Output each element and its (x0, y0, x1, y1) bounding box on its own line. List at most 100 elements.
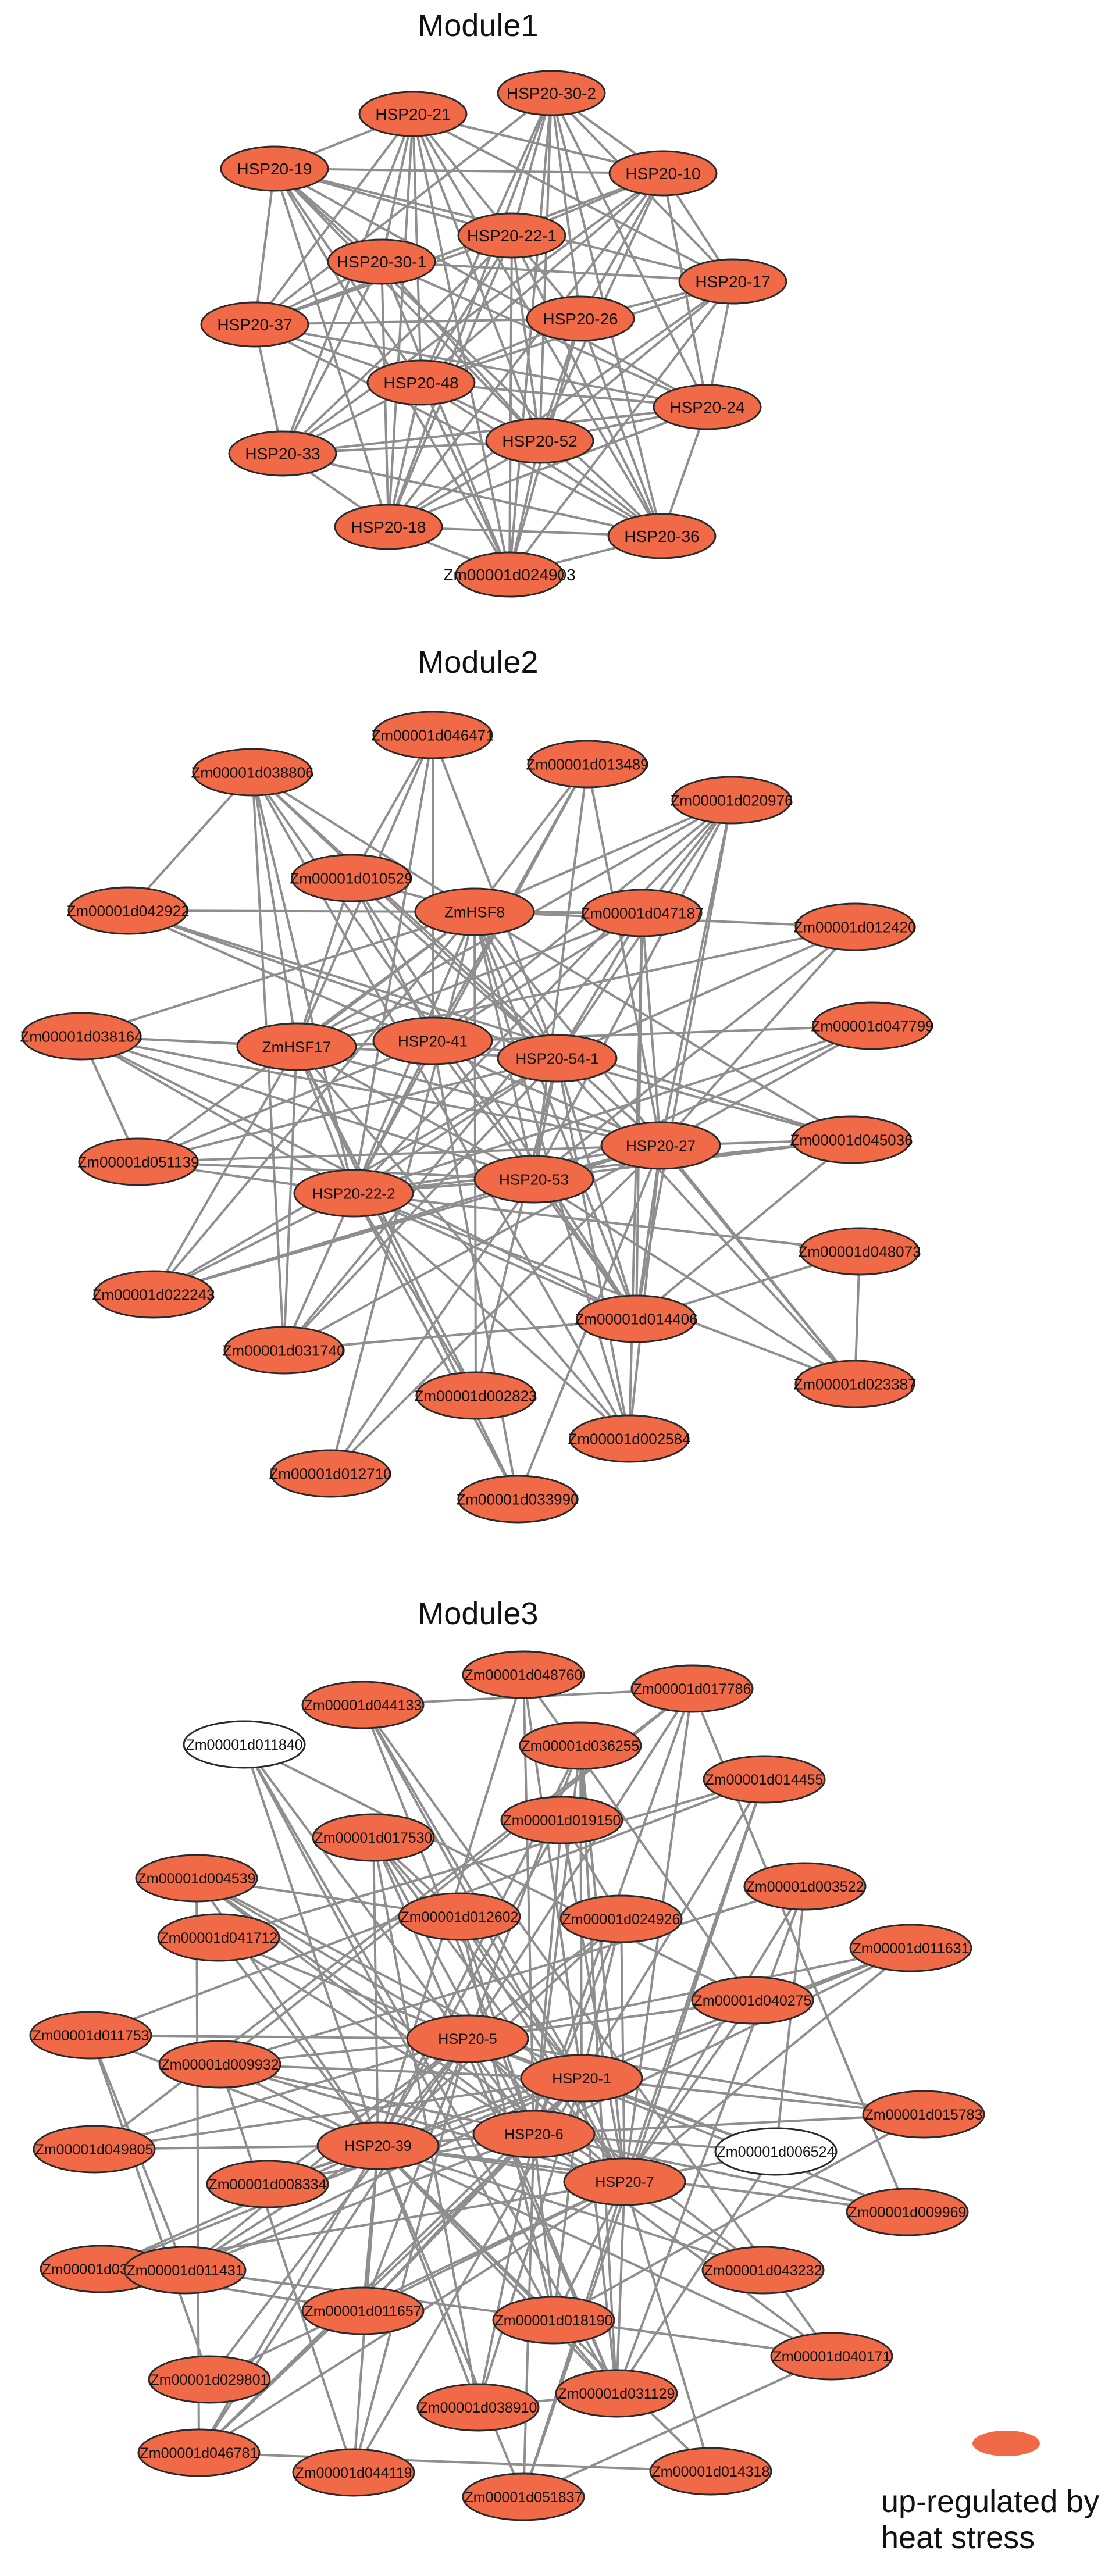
node-ellipse (678, 258, 787, 305)
network-edge (362, 2038, 469, 2311)
network-edge (218, 1936, 379, 2147)
node-label: Zm00001d009969 (849, 2204, 967, 2221)
node-ellipse (414, 887, 535, 936)
node-label: Zm00001d041712 (160, 1930, 278, 1946)
network-edge (352, 763, 589, 1194)
network-node: Zm00001d024926 (560, 1894, 683, 1943)
network-edge (281, 172, 664, 455)
network-edge (533, 1947, 911, 2135)
network-node: Zm00001d048073 (798, 1227, 921, 1276)
node-ellipse (743, 1862, 867, 1911)
network-edge (352, 2038, 469, 2473)
node-ellipse (78, 1137, 199, 1186)
node-ellipse (236, 1022, 357, 1071)
node-ellipse (358, 91, 468, 137)
node-label: Zm00001d014406 (575, 1310, 697, 1328)
network-node: Zm00001d047799 (811, 1001, 934, 1050)
node-label: Zm00001d047799 (811, 1017, 933, 1034)
node-label: HSP20-6 (504, 2127, 563, 2143)
network-edge (533, 2133, 555, 2321)
network-edge (523, 2355, 832, 2498)
network-node: Zm00001d002823 (414, 1371, 537, 1420)
network-edge (254, 323, 708, 408)
node-ellipse (526, 295, 635, 342)
network-node: ZmHSF8 (414, 887, 535, 936)
node-label: Zm00001d014455 (705, 1772, 824, 1788)
network-edge (274, 167, 664, 174)
network-edge (660, 1144, 856, 1385)
node-label: Zm00001d038806 (191, 763, 313, 781)
node-ellipse (270, 1449, 391, 1498)
network-node: Zm00001d018190 (492, 2296, 615, 2345)
network-edge (466, 1745, 582, 2039)
network-edge (579, 173, 664, 319)
network-edge (539, 280, 734, 442)
node-ellipse (372, 1016, 493, 1065)
network-edge (420, 382, 511, 575)
network-node: HSP20-5 (406, 2014, 529, 2063)
network-node: HSP20-27 (600, 1121, 721, 1170)
node-label: HSP20-10 (625, 165, 700, 183)
network-node: Zm00001d038164 (20, 1012, 143, 1061)
node-label: Zm00001d040171 (773, 2349, 891, 2365)
network-node: Zm00001d014406 (575, 1294, 698, 1343)
node-ellipse (770, 2332, 893, 2381)
module3: Module3 Zm00001d048760Zm00001d044133Zm00… (29, 1596, 985, 2521)
node-label: Zm00001d019150 (503, 1813, 621, 1829)
network-node: HSP20-48 (366, 359, 476, 406)
network-edge (432, 1040, 519, 1500)
node-ellipse (560, 1894, 683, 1943)
network-edge (352, 1192, 477, 1397)
network-edge (219, 2063, 625, 2183)
network-node: HSP20-30-1 (327, 238, 436, 285)
network-node: Zm00001d017786 (630, 1664, 754, 1713)
node-label: Zm00001d043232 (704, 2263, 822, 2279)
node-label: HSP20-54-1 (515, 1050, 598, 1067)
network-edge (251, 772, 298, 1047)
network-node: HSP20-39 (316, 2121, 440, 2170)
node-ellipse (406, 2014, 529, 2063)
node-ellipse (312, 1813, 435, 1862)
network-edge (295, 1046, 519, 1500)
network-edge (219, 2064, 355, 2473)
node-label: HSP20-41 (398, 1032, 468, 1050)
network-edge (244, 1743, 753, 2001)
node-ellipse (519, 1721, 642, 1770)
network-edge (362, 2133, 535, 2312)
node-label: Zm00001d006524 (717, 2144, 835, 2160)
network-node: Zm00001d006524 (714, 2127, 838, 2176)
node-label: Zm00001d033990 (456, 1490, 579, 1508)
node-label: Zm00001d013489 (526, 755, 648, 773)
network-node: HSP20-30-2 (497, 70, 606, 116)
node-ellipse (123, 2246, 247, 2295)
network-edge (556, 912, 643, 1059)
network-node: Zm00001d047187 (580, 889, 704, 937)
node-ellipse (334, 504, 443, 550)
network-edge (350, 734, 434, 879)
network-edge (251, 772, 355, 1194)
node-label: HSP20-48 (383, 374, 458, 392)
network-edge (377, 2145, 832, 2357)
node-ellipse (714, 2127, 838, 2176)
network-edge (138, 1057, 558, 1163)
node-label: HSP20-37 (217, 316, 292, 334)
network-edge (432, 799, 733, 1042)
network-edge (556, 1058, 637, 1319)
network-node: HSP20-21 (358, 91, 468, 137)
node-ellipse (812, 1001, 933, 1050)
network-edge (387, 382, 422, 527)
network-edge (635, 800, 733, 1319)
node-label: HSP20-1 (552, 2071, 611, 2087)
node-ellipse (497, 70, 606, 116)
node-label: HSP20-24 (669, 398, 744, 416)
network-edge (557, 926, 856, 1059)
network-node: Zm00001d049805 (33, 2125, 156, 2174)
node-label: Zm00001d029801 (151, 2372, 269, 2388)
network-node: Zm00001d008334 (206, 2160, 329, 2208)
node-label: HSP20-36 (624, 527, 699, 545)
module1-title: Module1 (418, 8, 538, 43)
network-edge (283, 1144, 661, 1351)
network-node: Zm00001d036255 (519, 1721, 642, 1770)
network-edge (329, 1178, 535, 1475)
